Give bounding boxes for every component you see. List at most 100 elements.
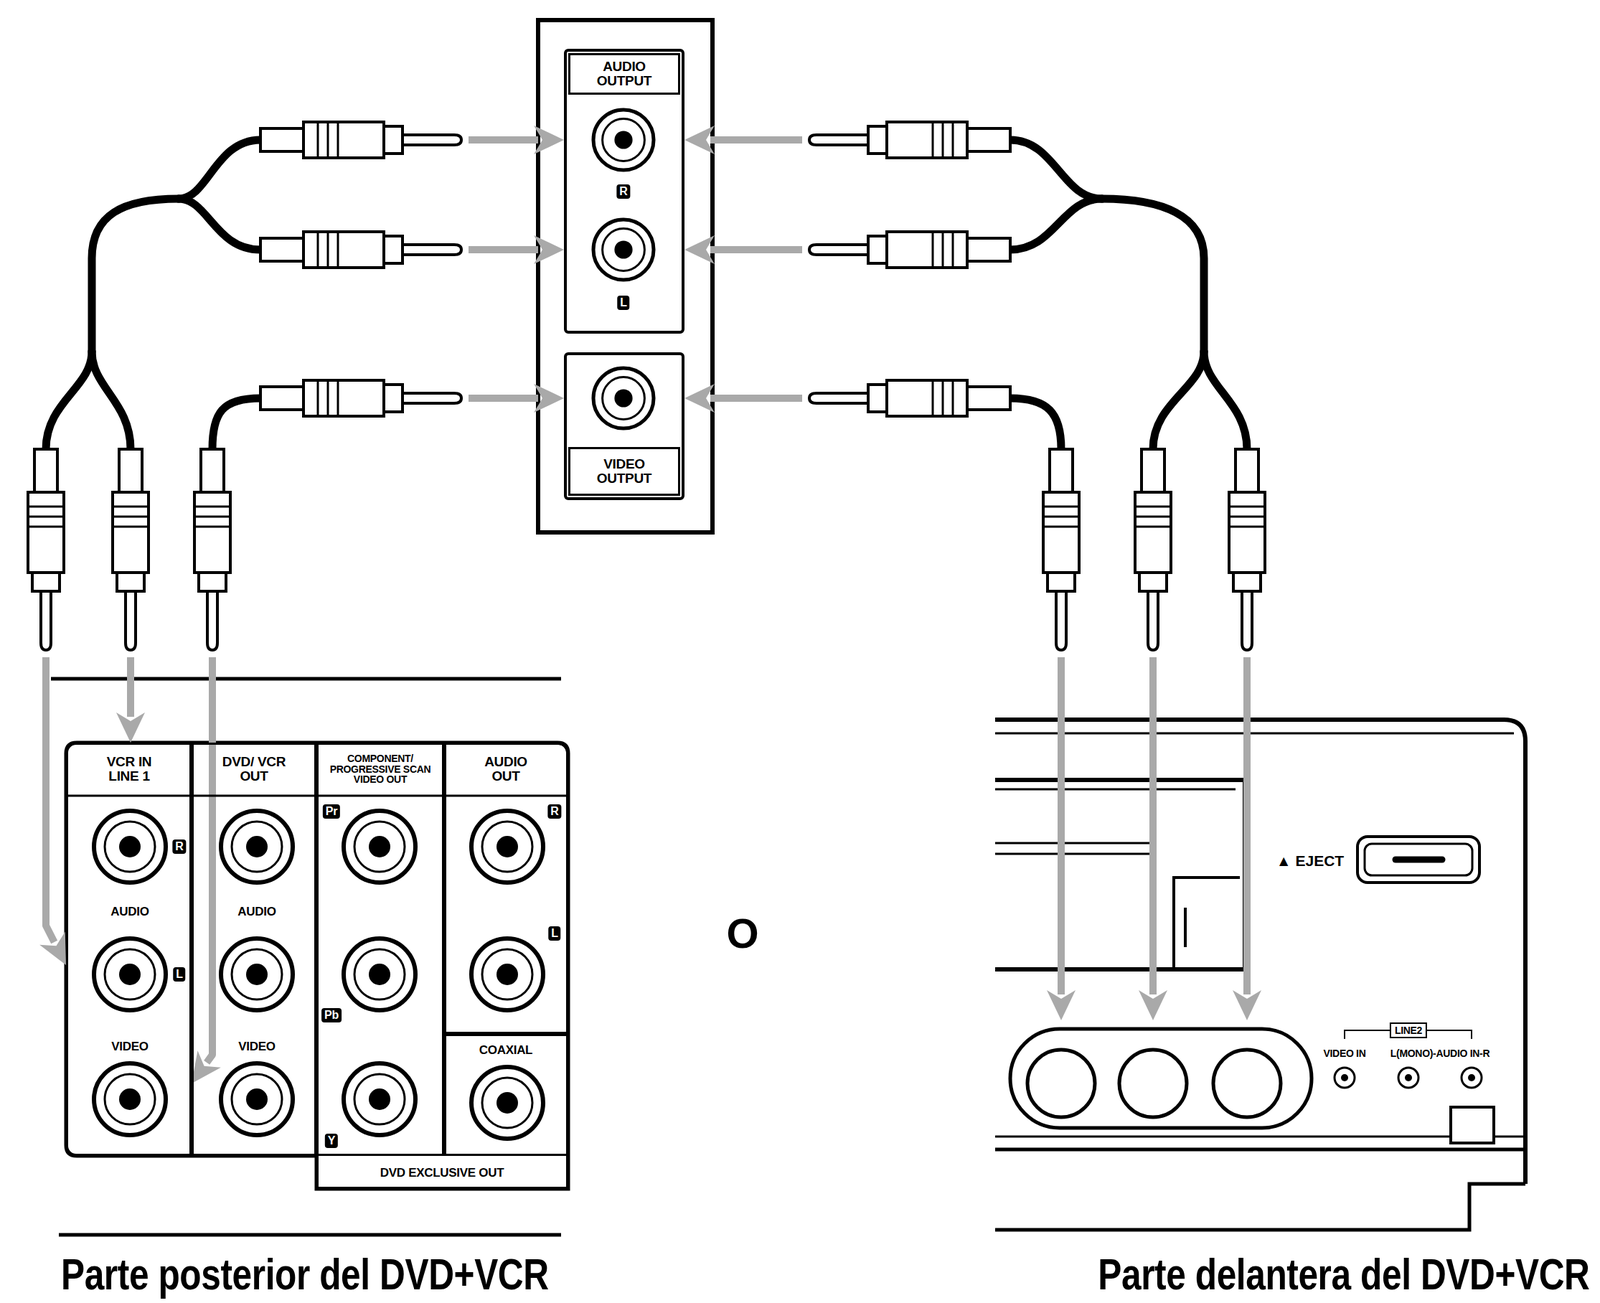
button-label: ▲ EJECT bbox=[1276, 853, 1344, 869]
rca-cable bbox=[27, 121, 564, 966]
arrowhead bbox=[1138, 990, 1168, 1021]
rca-cable bbox=[684, 121, 1265, 1021]
plug-boot bbox=[1141, 449, 1165, 493]
cable-wire bbox=[91, 351, 131, 450]
plug-ridge bbox=[194, 525, 231, 529]
jack-ring bbox=[220, 810, 293, 883]
cable-wire bbox=[45, 351, 92, 450]
plug-ridge bbox=[1135, 515, 1171, 519]
plug-pin bbox=[1056, 591, 1067, 651]
front-panel-line bbox=[995, 732, 1514, 735]
plug-sleeve bbox=[112, 492, 149, 573]
jack-ring bbox=[93, 810, 166, 883]
plug-pin bbox=[809, 393, 869, 404]
jack-ring bbox=[343, 938, 416, 1011]
view-caption: Parte delantera del DVD+VCR bbox=[1098, 1252, 1590, 1297]
plug-ridge bbox=[112, 505, 149, 508]
front-line2-inputs: LINE2VIDEO INL(MONO)-AUDIO IN-R bbox=[1004, 1020, 1500, 1134]
jack-ring bbox=[93, 938, 166, 1011]
jack-socket bbox=[231, 1074, 282, 1125]
arrowhead bbox=[684, 125, 715, 155]
input-tag: LINE2 bbox=[1389, 1022, 1428, 1039]
channel-badge: Pr bbox=[322, 804, 341, 819]
jack-label: COAXIAL bbox=[479, 1043, 533, 1057]
cable-arrow-shaft bbox=[468, 246, 539, 254]
jack-ring bbox=[343, 810, 416, 883]
front-jack-pin bbox=[1467, 1074, 1476, 1082]
front-panel-edge bbox=[995, 719, 1526, 1184]
jack-pin bbox=[614, 240, 633, 259]
rca-plug bbox=[809, 121, 1011, 158]
tray-corner bbox=[1173, 877, 1240, 970]
section-heading: VCR IN LINE 1 bbox=[93, 754, 166, 784]
arrowhead bbox=[191, 1050, 221, 1084]
plug-pin bbox=[125, 591, 136, 651]
plug-ridge bbox=[1229, 515, 1265, 519]
rca-cable bbox=[684, 380, 1080, 1021]
plug-ridge bbox=[317, 231, 320, 268]
jack-label: L(MONO)-AUDIO IN-R bbox=[1390, 1048, 1490, 1059]
front-jack-pin bbox=[1404, 1074, 1413, 1082]
jack-pin bbox=[246, 963, 268, 986]
front-jack bbox=[1461, 1067, 1482, 1088]
channel-badge: L bbox=[617, 295, 630, 310]
plug-boot bbox=[1049, 449, 1073, 493]
arrowhead bbox=[684, 235, 715, 265]
plug-ridge bbox=[932, 380, 935, 417]
jack-ring bbox=[471, 1066, 544, 1139]
plug-collar bbox=[198, 572, 227, 592]
cable-wire bbox=[1102, 198, 1204, 352]
front-switch bbox=[1450, 1107, 1494, 1143]
plug-collar bbox=[868, 126, 887, 154]
plug-ridge bbox=[952, 121, 955, 158]
plug-collar bbox=[383, 126, 403, 154]
plug-ridge bbox=[1043, 525, 1080, 529]
disc-tray bbox=[995, 779, 1245, 970]
jack-pin bbox=[119, 1088, 141, 1110]
node-artwork bbox=[66, 742, 192, 1156]
jack-pin bbox=[496, 1092, 519, 1114]
jack-label: DVD EXCLUSIVE OUT bbox=[380, 1166, 504, 1179]
jack-label: VIDEO bbox=[111, 1040, 148, 1053]
node-artwork bbox=[191, 742, 317, 1156]
jack-socket bbox=[104, 949, 155, 1000]
arrowhead bbox=[533, 383, 564, 413]
jack-socket bbox=[231, 821, 282, 872]
plug-collar bbox=[1047, 572, 1075, 592]
jack-pin bbox=[246, 835, 268, 858]
plug-boot bbox=[967, 386, 1011, 410]
front-jack-highlight bbox=[1119, 1049, 1187, 1118]
eject-button-bar bbox=[1395, 856, 1443, 864]
dvd-exclusive-group: DVD EXCLUSIVE OUTCOMPONENT/ PROGRESSIVE … bbox=[316, 742, 569, 1189]
plug-sleeve bbox=[303, 121, 384, 158]
jack-ring bbox=[593, 219, 654, 280]
plug-boot bbox=[260, 386, 304, 410]
rca-plug bbox=[1135, 449, 1171, 651]
plug-collar bbox=[1139, 572, 1167, 592]
cable-wire bbox=[212, 398, 261, 450]
jack-socket bbox=[231, 949, 282, 1000]
plug-sleeve bbox=[886, 121, 968, 158]
plug-boot bbox=[260, 128, 304, 152]
cable-arrow-shaft bbox=[126, 657, 135, 717]
cable-arrow-shaft bbox=[710, 394, 803, 402]
plug-ridge bbox=[942, 121, 945, 158]
channel-badge: R bbox=[172, 839, 186, 854]
plug-sleeve bbox=[886, 231, 968, 268]
header-rule bbox=[316, 794, 445, 798]
plug-ridge bbox=[327, 380, 330, 417]
jack-socket bbox=[482, 949, 533, 1000]
front-panel-line bbox=[995, 1147, 1526, 1152]
jack-ring bbox=[593, 109, 654, 171]
rca-plug bbox=[809, 231, 1011, 268]
rca-plug bbox=[809, 380, 1011, 417]
jack-socket bbox=[104, 1074, 155, 1125]
node-artwork bbox=[444, 742, 569, 1034]
rca-plug bbox=[260, 380, 462, 417]
plug-ridge bbox=[932, 121, 935, 158]
jack-ring bbox=[93, 1063, 166, 1136]
plug-ridge bbox=[942, 380, 945, 417]
plug-pin bbox=[809, 244, 869, 255]
plug-sleeve bbox=[1135, 492, 1171, 573]
jack-pin bbox=[119, 963, 141, 986]
